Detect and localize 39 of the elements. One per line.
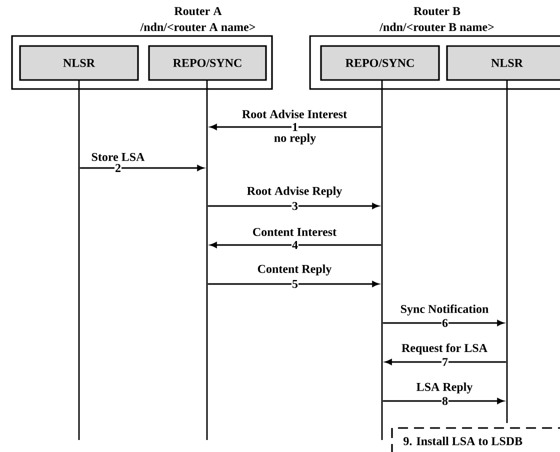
router-title: Router B [414, 7, 460, 16]
message-arrow [80, 165, 204, 171]
step-number: 8 [442, 396, 448, 406]
step-number: 1 [292, 122, 298, 132]
edge-label: Request for LSA [402, 343, 488, 354]
lifeline [381, 80, 383, 440]
step-number: 6 [442, 318, 448, 328]
router-box [309, 35, 560, 90]
edge-label: LSA Reply [416, 382, 473, 394]
process-box: 9. Install LSA to LSDB [391, 427, 560, 452]
step-number: 5 [292, 280, 298, 288]
router-title: /ndn/<router A name> [140, 22, 256, 32]
message-arrow [208, 281, 379, 287]
edge-label: Content Interest [253, 228, 336, 236]
step-number: 7 [442, 358, 448, 366]
edge-label: Content Reply [258, 264, 332, 276]
lifeline [78, 80, 80, 440]
message-arrow [210, 124, 382, 130]
message-arrow [210, 242, 382, 248]
step-number: 4 [292, 240, 298, 250]
edge-label: Root Advise Interest [242, 110, 347, 118]
step-number: 3 [292, 201, 298, 211]
step-number: 2 [114, 164, 122, 172]
router-title: Router A [174, 7, 222, 16]
edge-label: Root Advise Reply [247, 186, 342, 198]
edge-label: Store LSA [92, 152, 145, 162]
message-arrow [382, 320, 504, 326]
router-box [11, 35, 273, 90]
message-arrow [382, 398, 504, 404]
component-box: NLSR [446, 45, 560, 81]
component-box: NLSR [19, 45, 139, 81]
lifeline [506, 80, 508, 423]
component-box: REPO/SYNC [320, 45, 440, 81]
message-arrow [208, 203, 379, 209]
router-title: /ndn/<router B name> [380, 22, 494, 32]
message-arrow [385, 359, 506, 365]
edge-label: Sync Notification [400, 304, 488, 316]
component-box: REPO/SYNC [148, 45, 267, 81]
note-label: no reply [273, 133, 317, 145]
